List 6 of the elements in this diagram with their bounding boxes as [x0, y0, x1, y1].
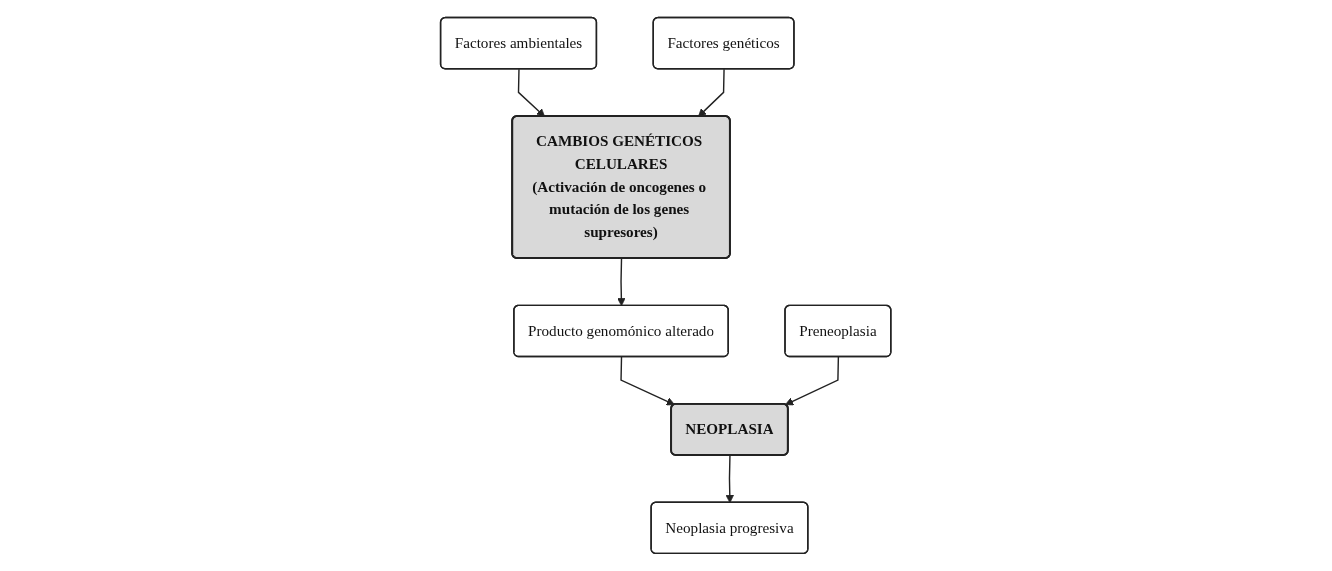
arrow — [698, 68, 726, 117]
arrow — [725, 454, 735, 504]
arrow — [518, 68, 546, 117]
arrow — [617, 257, 626, 307]
arrow — [620, 356, 676, 406]
arrow — [785, 356, 840, 406]
